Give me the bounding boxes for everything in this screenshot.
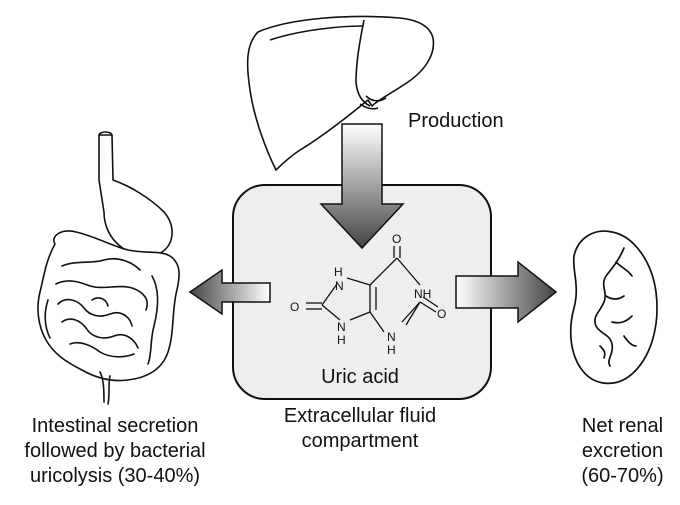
intestinal-label-line-2: followed by bacterial <box>24 440 206 462</box>
atom-n-lower-left: N <box>337 320 346 334</box>
intestinal-secretion-label: Intestinal secretion followed by bacteri… <box>0 414 230 489</box>
atom-n-bottom: N <box>387 330 396 344</box>
molecule-atom-labels: O H N NH O O N H N H <box>290 232 446 357</box>
atom-o-right: O <box>437 307 446 321</box>
renal-label-line-1: Net renal <box>581 415 664 437</box>
intestinal-label-line-3: uricolysis (30-40%) <box>29 465 201 487</box>
kidney-icon <box>569 230 658 385</box>
atom-o-top: O <box>392 232 401 246</box>
intestinal-secretion-arrow <box>188 268 271 316</box>
atom-h-lower-left: H <box>337 333 346 347</box>
uric-acid-label: Uric acid <box>321 366 399 388</box>
atom-h-upper-left: H <box>334 265 343 279</box>
uric-acid-molecule <box>306 246 439 333</box>
extracellular-label-line-2: compartment <box>301 430 419 452</box>
renal-excretion-label: Net renal excretion (60-70%) <box>565 414 680 489</box>
atom-n-upper-left: N <box>335 279 344 293</box>
atom-nh-right: NH <box>414 287 431 301</box>
liver-icon <box>246 15 435 171</box>
atom-o-left: O <box>290 300 299 314</box>
extracellular-compartment-label: Extracellular fluid compartment <box>260 404 460 454</box>
intestinal-label-line-1: Intestinal secretion <box>31 415 199 437</box>
production-label: Production <box>408 110 504 132</box>
extracellular-label-line-1: Extracellular fluid <box>283 405 437 427</box>
renal-label-line-3: (60-70%) <box>581 465 664 487</box>
renal-excretion-arrow <box>455 260 558 324</box>
intestines-icon <box>37 131 180 405</box>
atom-h-bottom: H <box>387 343 396 357</box>
production-arrow <box>319 123 405 250</box>
renal-label-line-2: excretion <box>581 440 664 462</box>
